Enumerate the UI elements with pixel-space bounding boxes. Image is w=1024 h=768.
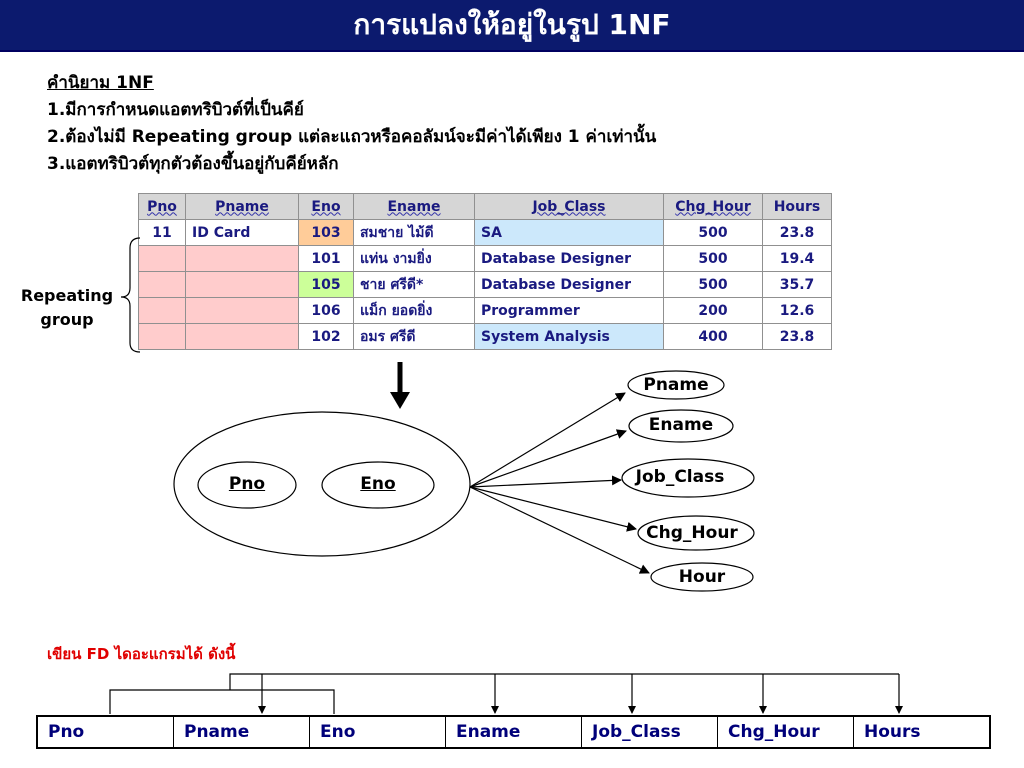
table-row: 105 ชาย ศรีดี* Database Designer 500 35.… — [138, 271, 832, 298]
definition-rule-2: 2.ต้องไม่มี Repeating group แต่ละแถวหรือ… — [47, 127, 657, 147]
fd-bracket-key — [109, 689, 335, 714]
cell-pno — [138, 297, 186, 324]
table-row: 11 ID Card 103 สมชาย ไม้ดี SA 500 23.8 — [138, 219, 832, 246]
cell-ename: ชาย ศรีดี* — [353, 271, 475, 298]
col-header-eno: Eno — [298, 193, 354, 220]
table-row: 106 แม็ก ยอดยิ่ง Programmer 200 12.6 — [138, 297, 832, 324]
col-header-hours: Hours — [762, 193, 832, 220]
fd-cell-chg-hour: Chg_Hour — [718, 717, 854, 747]
attr-node-pname — [627, 370, 725, 400]
cell-eno: 105 — [298, 271, 354, 298]
attr-label-ename: Ename — [648, 415, 714, 435]
slide-title: การแปลงให้อยู่ในรูป 1NF — [0, 0, 1024, 52]
col-header-ename: Ename — [353, 193, 475, 220]
cell-hours: 23.8 — [762, 219, 832, 246]
table-row: 102 อมร ศรีดี System Analysis 400 23.8 — [138, 323, 832, 350]
repeating-group-label: Repeating group — [20, 286, 114, 329]
fd-cell-eno: Eno — [310, 717, 446, 747]
cell-hours: 19.4 — [762, 245, 832, 272]
fd-arrow-pname — [469, 392, 626, 488]
attr-node-chg-hour — [637, 515, 755, 551]
definition-rule-1: 1.มีการกำหนดแอตทริบิวต์ที่เป็นคีย์ — [47, 100, 304, 120]
fd-attribute-row: Pno Pname Eno Ename Job_Class Chg_Hour H… — [36, 715, 991, 749]
cell-pno — [138, 271, 186, 298]
table-row: 101 แท่น งามยิ่ง Database Designer 500 1… — [138, 245, 832, 272]
col-header-chg-hour: Chg_Hour — [663, 193, 763, 220]
key-node-pno — [197, 461, 297, 509]
cell-ename: อมร ศรีดี — [353, 323, 475, 350]
fd-cell-ename: Ename — [446, 717, 582, 747]
cell-chg-hour: 500 — [663, 245, 763, 272]
table-header-row: Pno Pname Eno Ename Job_Class Chg_Hour H… — [138, 193, 832, 220]
cell-ename: แท่น งามยิ่ง — [353, 245, 475, 272]
cell-job-class: Database Designer — [474, 271, 664, 298]
attr-node-job-class — [621, 458, 755, 498]
fd-cell-pname: Pname — [174, 717, 310, 747]
cell-chg-hour: 500 — [663, 219, 763, 246]
fd-bracket-top — [229, 673, 899, 690]
transform-arrow-head — [390, 392, 410, 409]
cell-pname — [185, 245, 299, 272]
col-header-pno: Pno — [138, 193, 186, 220]
cell-job-class: Programmer — [474, 297, 664, 324]
cell-job-class: System Analysis — [474, 323, 664, 350]
attr-label-chg-hour: Chg_Hour — [646, 523, 738, 543]
attr-node-hour — [650, 562, 754, 592]
cell-pname — [185, 323, 299, 350]
attr-label-job-class: Job_Class — [635, 467, 725, 487]
cell-eno: 101 — [298, 245, 354, 272]
definition-heading: คำนิยาม 1NF — [47, 73, 154, 93]
fd-cell-job-class: Job_Class — [582, 717, 718, 747]
fd-cell-pno: Pno — [38, 717, 174, 747]
definition-block: คำนิยาม 1NF 1.มีการกำหนดแอตทริบิวต์ที่เป… — [47, 70, 656, 178]
attr-node-ename — [628, 409, 734, 443]
cell-hours: 23.8 — [762, 323, 832, 350]
fd-cell-hours: Hours — [864, 722, 921, 742]
cell-pno — [138, 323, 186, 350]
cell-pno — [138, 245, 186, 272]
cell-pname — [185, 271, 299, 298]
fd-arrow-ename — [469, 429, 627, 488]
attr-label-hour: Hour — [678, 567, 726, 587]
cell-eno: 106 — [298, 297, 354, 324]
fd-arrow-hour — [469, 486, 650, 574]
key-node-eno — [321, 461, 435, 509]
fd-caption: เขียน FD ไดอะแกรมได้ ดังนี้ — [47, 645, 236, 663]
cell-ename: แม็ก ยอดยิ่ง — [353, 297, 475, 324]
cell-pname — [185, 297, 299, 324]
definition-rule-3: 3.แอตทริบิวต์ทุกตัวต้องขึ้นอยู่กับคีย์หล… — [47, 154, 339, 174]
attr-label-pname: Pname — [643, 375, 709, 395]
cell-hours: 35.7 — [762, 271, 832, 298]
cell-job-class: SA — [474, 219, 664, 246]
key-label-pno: Pno — [228, 474, 266, 494]
cell-chg-hour: 400 — [663, 323, 763, 350]
cell-eno: 102 — [298, 323, 354, 350]
col-header-job-class: Job_Class — [474, 193, 664, 220]
unnormalized-table: Pno Pname Eno Ename Job_Class Chg_Hour H… — [138, 193, 832, 350]
col-header-pname: Pname — [185, 193, 299, 220]
key-label-eno: Eno — [360, 474, 396, 494]
fd-arrow-job-class — [469, 475, 622, 488]
fd-arrow-chg-hour — [469, 486, 637, 532]
repeating-group-brace — [120, 237, 141, 353]
